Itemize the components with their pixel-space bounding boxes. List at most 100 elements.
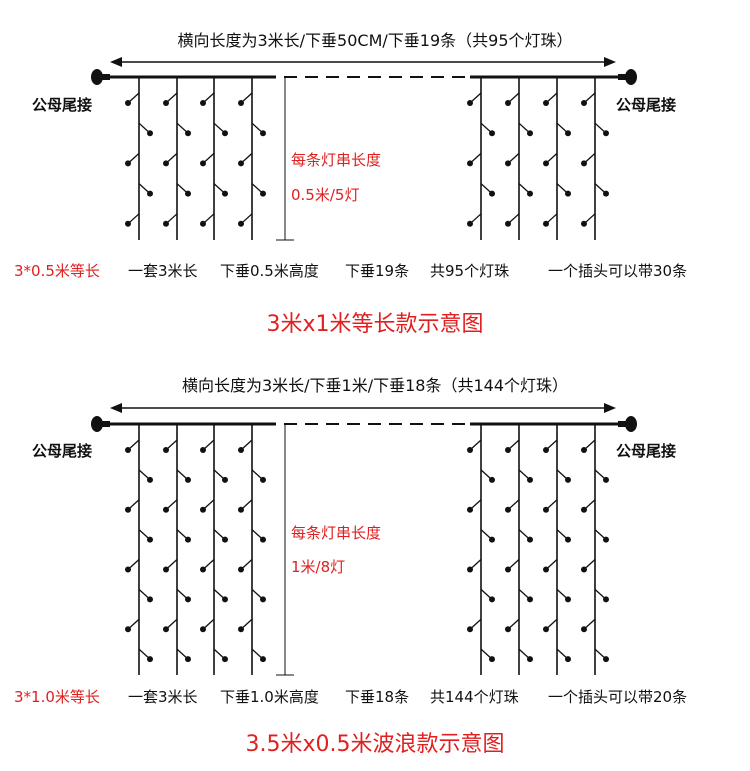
spec-plug-capacity: 一个插头可以带30条 [548,262,688,280]
light-bulb-icon [238,506,244,513]
light-bulb-icon [543,160,549,167]
light-bulb-icon [581,100,587,106]
light-bulb-icon [467,220,473,227]
light-bulb-icon [467,100,473,106]
light-bulb-icon [200,220,206,227]
light-bulb-icon [543,566,549,573]
spec-strand-count: 下垂18条 [345,688,410,706]
strand-bulb-count: 0.5米/5灯 [291,186,360,204]
light-bulb-icon [163,447,169,453]
light-bulb-icon [163,566,169,573]
light-bulb-icon [222,596,228,603]
light-bulb-icon [163,626,169,633]
left-connector-label: 公母尾接 [32,96,93,114]
span-length-label: 横向长度为3米长/下垂50CM/下垂19条（共95个灯珠） [177,31,573,50]
diagram-wave: 横向长度为3米长/下垂1米/下垂18条（共144个灯珠） 公母尾接 公母尾接 每… [0,350,750,771]
light-bulb-icon [565,190,571,197]
light-bulb-icon [603,190,609,197]
light-bulb-icon [147,596,153,603]
light-bulb-icon [581,566,587,573]
light-bulb-icon [125,220,131,227]
light-bulb-icon [565,596,571,603]
span-length-label: 横向长度为3米长/下垂1米/下垂18条（共144个灯珠） [181,376,569,395]
light-bulb-icon [489,476,495,483]
light-bulb-icon [147,130,153,137]
spec-drop-height: 下垂0.5米高度 [220,262,319,280]
light-bulb-icon [581,447,587,453]
right-plug-neck [618,421,628,427]
light-bulb-icon [581,220,587,227]
light-bulb-icon [222,130,228,137]
strand-bulb-count: 1米/8灯 [291,558,346,576]
left-plug-neck [100,74,110,80]
light-bulb-icon [238,626,244,633]
light-bulb-icon [147,476,153,483]
light-bulb-icon [603,656,609,663]
light-bulb-icon [238,220,244,227]
light-bulb-icon [505,220,511,227]
light-bulb-icon [527,596,533,603]
diagram-equal-length: 横向长度为3米长/下垂50CM/下垂19条（共95个灯珠） 公母尾接 公母尾接 … [0,0,750,350]
light-bulb-icon [163,220,169,227]
light-bulb-icon [467,506,473,513]
light-bulb-icon [565,536,571,543]
light-bulb-icon [505,100,511,106]
light-bulb-icon [505,506,511,513]
light-bulb-icon [527,130,533,137]
spec-bulb-total: 共144个灯珠 [430,688,519,706]
light-bulb-icon [260,130,266,137]
light-bulb-icon [260,596,266,603]
light-bulb-icon [200,160,206,167]
light-bulb-icon [125,626,131,633]
light-bulb-icon [200,566,206,573]
light-bulb-icon [222,656,228,663]
light-bulb-icon [527,190,533,197]
spec-size: 3*0.5米等长 [14,262,100,280]
light-bulb-icon [565,476,571,483]
light-bulb-icon [603,476,609,483]
curtain-light-diagram [91,403,637,676]
light-bulb-icon [565,130,571,137]
right-plug-neck [618,74,628,80]
arrowhead-right-icon [604,403,616,413]
light-bulb-icon [543,220,549,227]
light-bulb-icon [489,130,495,137]
light-bulb-icon [238,100,244,106]
light-bulb-icon [260,656,266,663]
light-bulb-icon [505,566,511,573]
right-plug-icon [625,69,637,85]
spec-plug-capacity: 一个插头可以带20条 [548,688,688,706]
left-plug-icon [91,69,103,85]
light-bulb-icon [185,656,191,663]
light-bulb-icon [185,130,191,137]
diagram-title: 3.5米x0.5米波浪款示意图 [245,732,505,757]
light-bulb-icon [260,536,266,543]
light-bulb-icon [238,566,244,573]
strand-length-label: 每条灯串长度 [291,524,382,542]
light-bulb-icon [603,130,609,137]
light-bulb-icon [603,536,609,543]
light-bulb-icon [200,506,206,513]
light-bulb-icon [543,506,549,513]
light-bulb-icon [163,506,169,513]
arrowhead-left-icon [110,403,122,413]
arrowhead-left-icon [110,57,122,67]
light-bulb-icon [185,536,191,543]
right-plug-icon [625,416,637,432]
light-bulb-icon [260,190,266,197]
light-bulb-icon [505,626,511,633]
left-plug-icon [91,416,103,432]
light-bulb-icon [489,190,495,197]
light-bulb-icon [260,476,266,483]
light-bulb-icon [200,626,206,633]
spec-set-length: 一套3米长 [128,262,198,280]
light-bulb-icon [467,566,473,573]
left-plug-neck [100,421,110,427]
light-bulb-icon [581,160,587,167]
light-bulb-icon [222,476,228,483]
spec-set-length: 一套3米长 [128,688,198,706]
light-bulb-icon [489,596,495,603]
light-bulb-icon [125,506,131,513]
light-bulb-icon [200,447,206,453]
light-bulb-icon [581,506,587,513]
